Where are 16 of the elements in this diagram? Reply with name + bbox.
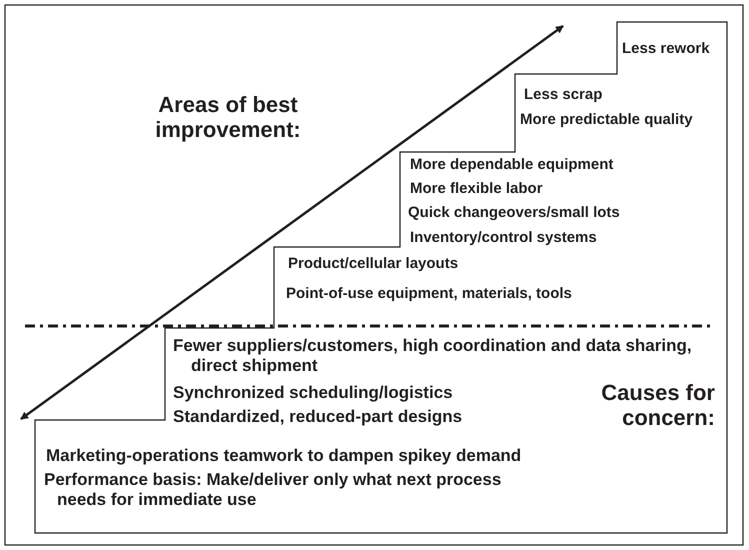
step-item-text: Marketing-operations teamwork to dampen spikey demand (46, 446, 522, 466)
step-item-text: More flexible labor (410, 180, 543, 198)
step-item-text: Performance basis: Make/deliver only what next process needs for immediate use (44, 470, 502, 511)
step-item-text: Less scrap (524, 86, 602, 104)
step-item-text: Quick changeovers/small lots (408, 204, 620, 222)
section-heading: Causes for concern: (600, 380, 715, 431)
step-item-text: Inventory/control systems (410, 229, 597, 247)
step-item-text: Less rework (622, 40, 710, 58)
step-item-text: Point-of-use equipment, materials, tools (286, 285, 572, 303)
step-item-text: Product/cellular layouts (288, 255, 458, 273)
step-item-text: More predictable quality (520, 111, 693, 129)
step-item-text: Synchronized scheduling/logistics (173, 383, 453, 404)
step-item-text: Standardized, reduced-part designs (173, 407, 462, 428)
step-item-text: More dependable equipment (410, 156, 614, 174)
section-heading: Areas of best improvement: (154, 92, 302, 143)
step-item-text: Fewer suppliers/customers, high coordination and data sharing, direct shipment (173, 336, 693, 377)
